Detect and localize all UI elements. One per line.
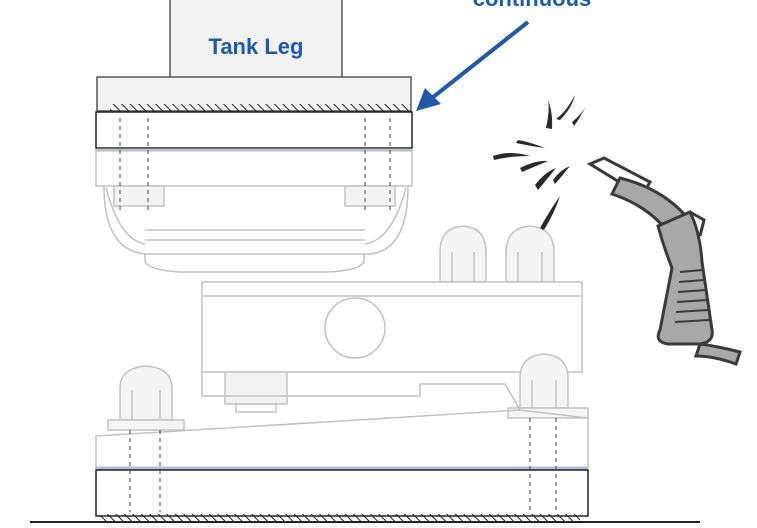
bottom-weld-bead <box>100 514 580 523</box>
weld-sparks-icon <box>493 95 586 230</box>
weld-note-label: continuous <box>473 0 592 11</box>
bottom-plate <box>30 469 700 523</box>
top-weld-bead <box>110 104 410 112</box>
weld-arrow <box>416 20 530 111</box>
bottom-bolt-centerlines <box>129 418 557 512</box>
top-plate <box>95 76 413 152</box>
upper-acorn-nuts <box>439 225 555 283</box>
tank-leg: Tank Leg <box>169 0 343 79</box>
base-wedge <box>95 372 589 470</box>
tank-leg-label: Tank Leg <box>209 34 304 59</box>
welding-torch-icon <box>586 156 742 366</box>
load-cell-beam <box>201 281 583 413</box>
load-cell-housing <box>95 149 413 273</box>
